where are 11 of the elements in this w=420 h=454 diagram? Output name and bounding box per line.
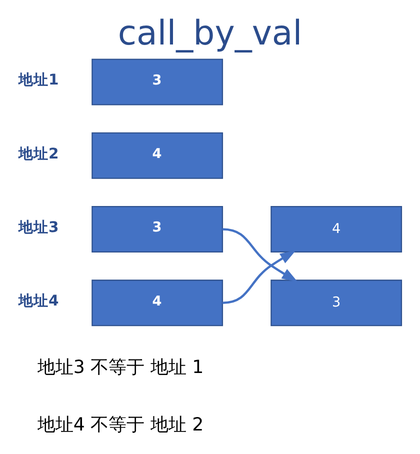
node-box: 4 [270, 206, 402, 252]
label: 地址3 不等于 地址 1 [37, 356, 204, 378]
node-label: 地址1 [18, 72, 59, 89]
node-label: 地址4 [18, 292, 59, 310]
node-label: 地址2 [18, 145, 59, 162]
node-label: 地址3 [18, 218, 59, 236]
label: 地址4 不等于 地址 2 [37, 414, 204, 436]
node-box: 3 [270, 280, 402, 326]
arrow [222, 250, 296, 304]
diagram-title: call_by_val [118, 14, 302, 54]
arrow [222, 228, 298, 282]
